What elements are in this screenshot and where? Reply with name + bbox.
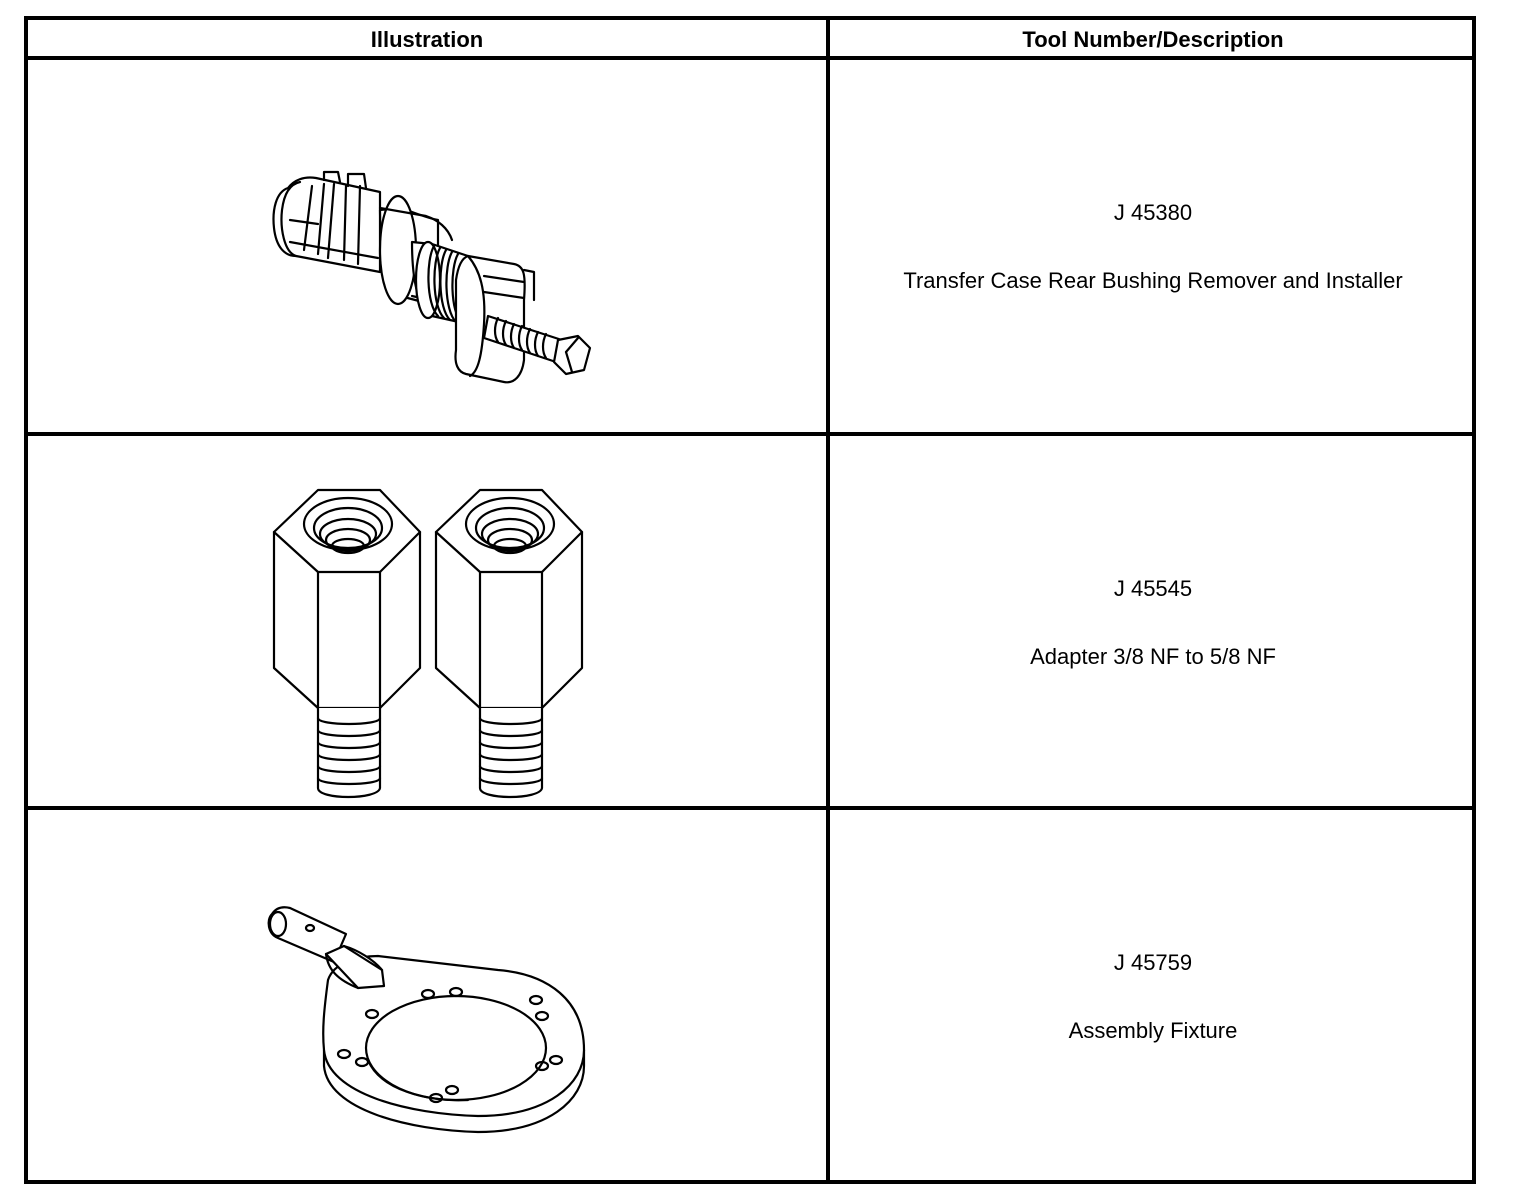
header-tool-number-description: Tool Number/Description [1022,27,1284,52]
table-row: J 45545 Adapter 3/8 NF to 5/8 NF [28,436,1472,806]
description-cell: J 45545 Adapter 3/8 NF to 5/8 NF [830,436,1476,806]
illustration-cell [28,60,826,432]
tool-description: Adapter 3/8 NF to 5/8 NF [1030,644,1276,669]
table-row: J 45380 Transfer Case Rear Bushing Remov… [28,60,1472,432]
bushing-remover-installer-icon [28,60,826,432]
assembly-fixture-icon [28,810,826,1180]
tool-description: Assembly Fixture [1068,1018,1238,1043]
row-divider [28,432,1472,436]
illustration-cell [28,436,826,806]
illustration-cell [28,810,826,1180]
threaded-adapter-icon [28,436,826,806]
column-divider [826,20,830,1180]
table-row: J 45759 Assembly Fixture [28,810,1472,1180]
tool-number: J 45545 [1113,576,1193,601]
tool-description: Transfer Case Rear Bushing Remover and I… [903,268,1403,293]
header-illustration: Illustration [370,27,484,52]
tool-table: Illustration Tool Number/Description [24,16,1476,1184]
description-cell: J 45759 Assembly Fixture [830,810,1476,1180]
tool-number: J 45759 [1113,950,1193,975]
table-header-row: Illustration Tool Number/Description [28,20,1472,60]
description-cell: J 45380 Transfer Case Rear Bushing Remov… [830,60,1476,432]
row-divider [28,806,1472,810]
tool-number: J 45380 [1113,200,1193,225]
